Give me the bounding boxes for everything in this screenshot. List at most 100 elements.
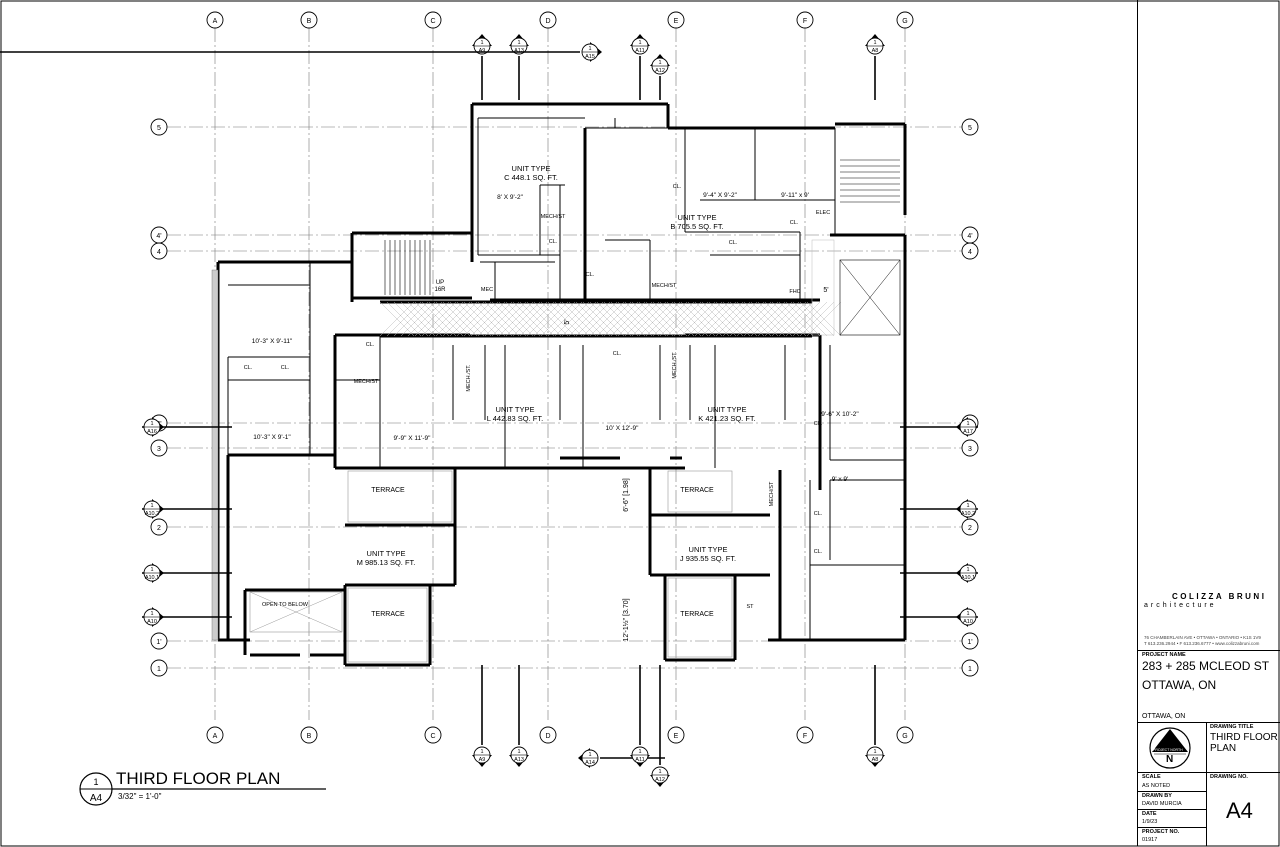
section-marker: 1A8 xyxy=(865,34,885,100)
unit-type-label: UNIT TYPE xyxy=(708,405,747,414)
open-below-area xyxy=(249,591,343,633)
closet-label: CL. xyxy=(814,549,823,555)
section-reference: A16 xyxy=(147,429,157,435)
hatch-line xyxy=(568,301,604,337)
hatch-line xyxy=(596,301,632,337)
terrace-label: TERRACE xyxy=(680,487,714,494)
section-marker: 1A9 xyxy=(472,34,492,100)
grid-label-bottom: F xyxy=(803,733,807,740)
room-dimension: 9'-6" X 10'-2" xyxy=(821,411,859,418)
section-number: 1 xyxy=(658,60,661,66)
grid-bubble-bottom xyxy=(539,726,557,744)
grid-bubble-left xyxy=(150,242,168,260)
grid-bubble-right xyxy=(961,518,979,536)
grid-label-bottom: D xyxy=(545,733,550,740)
hatch-line xyxy=(379,301,415,337)
hatch-line xyxy=(505,301,541,337)
mech-st-label: MECH/ST xyxy=(769,481,775,506)
section-number: 1 xyxy=(873,749,876,755)
hatch-line xyxy=(435,301,471,337)
closet-label: CL. xyxy=(244,365,253,371)
unit-area-label: J 935.55 SQ. FT. xyxy=(680,554,736,563)
hatch-line xyxy=(708,301,744,337)
drawing-no: A4 xyxy=(1226,798,1253,823)
section-reference: A17 xyxy=(963,429,973,435)
grid-bubble-bottom xyxy=(206,726,224,744)
hatch-line xyxy=(638,301,674,337)
room-dimension: 8' X 9'-2" xyxy=(497,194,523,201)
unit-area-label: B 705.5 SQ. FT. xyxy=(670,222,723,231)
drawing-title-line1: THIRD FLOOR xyxy=(1210,732,1278,743)
hatch-line xyxy=(428,301,464,337)
hatch-line xyxy=(533,301,569,337)
room-dimension: 9'-4" X 9'-2" xyxy=(703,192,738,199)
vertical-dimension: 6'-6" [1.98] xyxy=(623,478,630,511)
hatch-line xyxy=(540,301,576,337)
grid-label-left: 5 xyxy=(157,125,161,132)
hatch-line xyxy=(715,301,751,337)
drawn-by-label: DRAWN BY xyxy=(1142,793,1172,799)
grid-label-right: 3 xyxy=(968,446,972,453)
building-plan xyxy=(211,102,907,667)
grid-bubble-left xyxy=(150,439,168,457)
storage-label: ST xyxy=(746,604,754,610)
hatch-line xyxy=(736,301,772,337)
hatch-line xyxy=(701,301,737,337)
hatch-line xyxy=(750,301,786,337)
firm-name: COLIZZA BRUNI xyxy=(1172,592,1267,601)
mech-st-label: MECH/ST xyxy=(541,214,566,220)
hatch-line xyxy=(386,301,422,337)
unit-type-label: UNIT TYPE xyxy=(367,549,406,558)
grid-bubble-bottom xyxy=(896,726,914,744)
grid-bubble-left xyxy=(150,659,168,677)
unit-type-label: UNIT TYPE xyxy=(512,164,551,173)
project-no-label: PROJECT NO. xyxy=(1142,829,1180,835)
project-name-label: PROJECT NAME xyxy=(1142,652,1186,658)
section-number: 1 xyxy=(150,567,153,573)
hatch-line xyxy=(512,301,548,337)
grid-label-bottom: C xyxy=(430,733,435,740)
section-reference: A10 xyxy=(147,619,157,625)
terrace-area xyxy=(667,470,733,513)
grid-label-top: C xyxy=(430,18,435,25)
hatch-line xyxy=(547,301,583,337)
section-number: 1 xyxy=(150,611,153,617)
hatch-line xyxy=(666,301,702,337)
vertical-dimension: 12'-1½" [3.70] xyxy=(622,598,630,641)
hatch-line xyxy=(582,301,618,337)
date-label: DATE xyxy=(1142,811,1157,817)
corridor-dimension: 5' xyxy=(823,287,828,294)
grid-bubble-bottom xyxy=(300,726,318,744)
grid-label-bottom: G xyxy=(902,733,907,740)
section-reference: A11 xyxy=(635,48,644,54)
room-dimension: 10'-3" X 9'-1" xyxy=(253,434,291,441)
mech-st-label: MECH./ST. xyxy=(672,351,678,379)
hatch-line xyxy=(470,301,506,337)
grid-label-left: 2 xyxy=(157,525,161,532)
hatch-line xyxy=(463,301,499,337)
closet-label: CL. xyxy=(586,272,595,278)
hatch-line xyxy=(764,301,800,337)
north-text: PROJECT NORTH xyxy=(1153,748,1183,752)
hatch-line xyxy=(624,301,660,337)
hatch-line xyxy=(652,301,688,337)
hatch-line xyxy=(491,301,527,337)
section-number: 1 xyxy=(517,40,520,46)
plan-title-scale: 3/32" = 1'-0" xyxy=(118,792,162,801)
drawn-by: DAVID MURCIA xyxy=(1142,801,1182,807)
unit-type-label: UNIT TYPE xyxy=(678,213,717,222)
grid-bubble-left xyxy=(150,518,168,536)
hatch-line xyxy=(799,301,835,337)
plan-title-text: THIRD FLOOR PLAN xyxy=(116,769,280,788)
terrace-label: TERRACE xyxy=(371,487,405,494)
closet-label: CL. xyxy=(281,365,290,371)
elevator-shaft xyxy=(839,259,901,336)
